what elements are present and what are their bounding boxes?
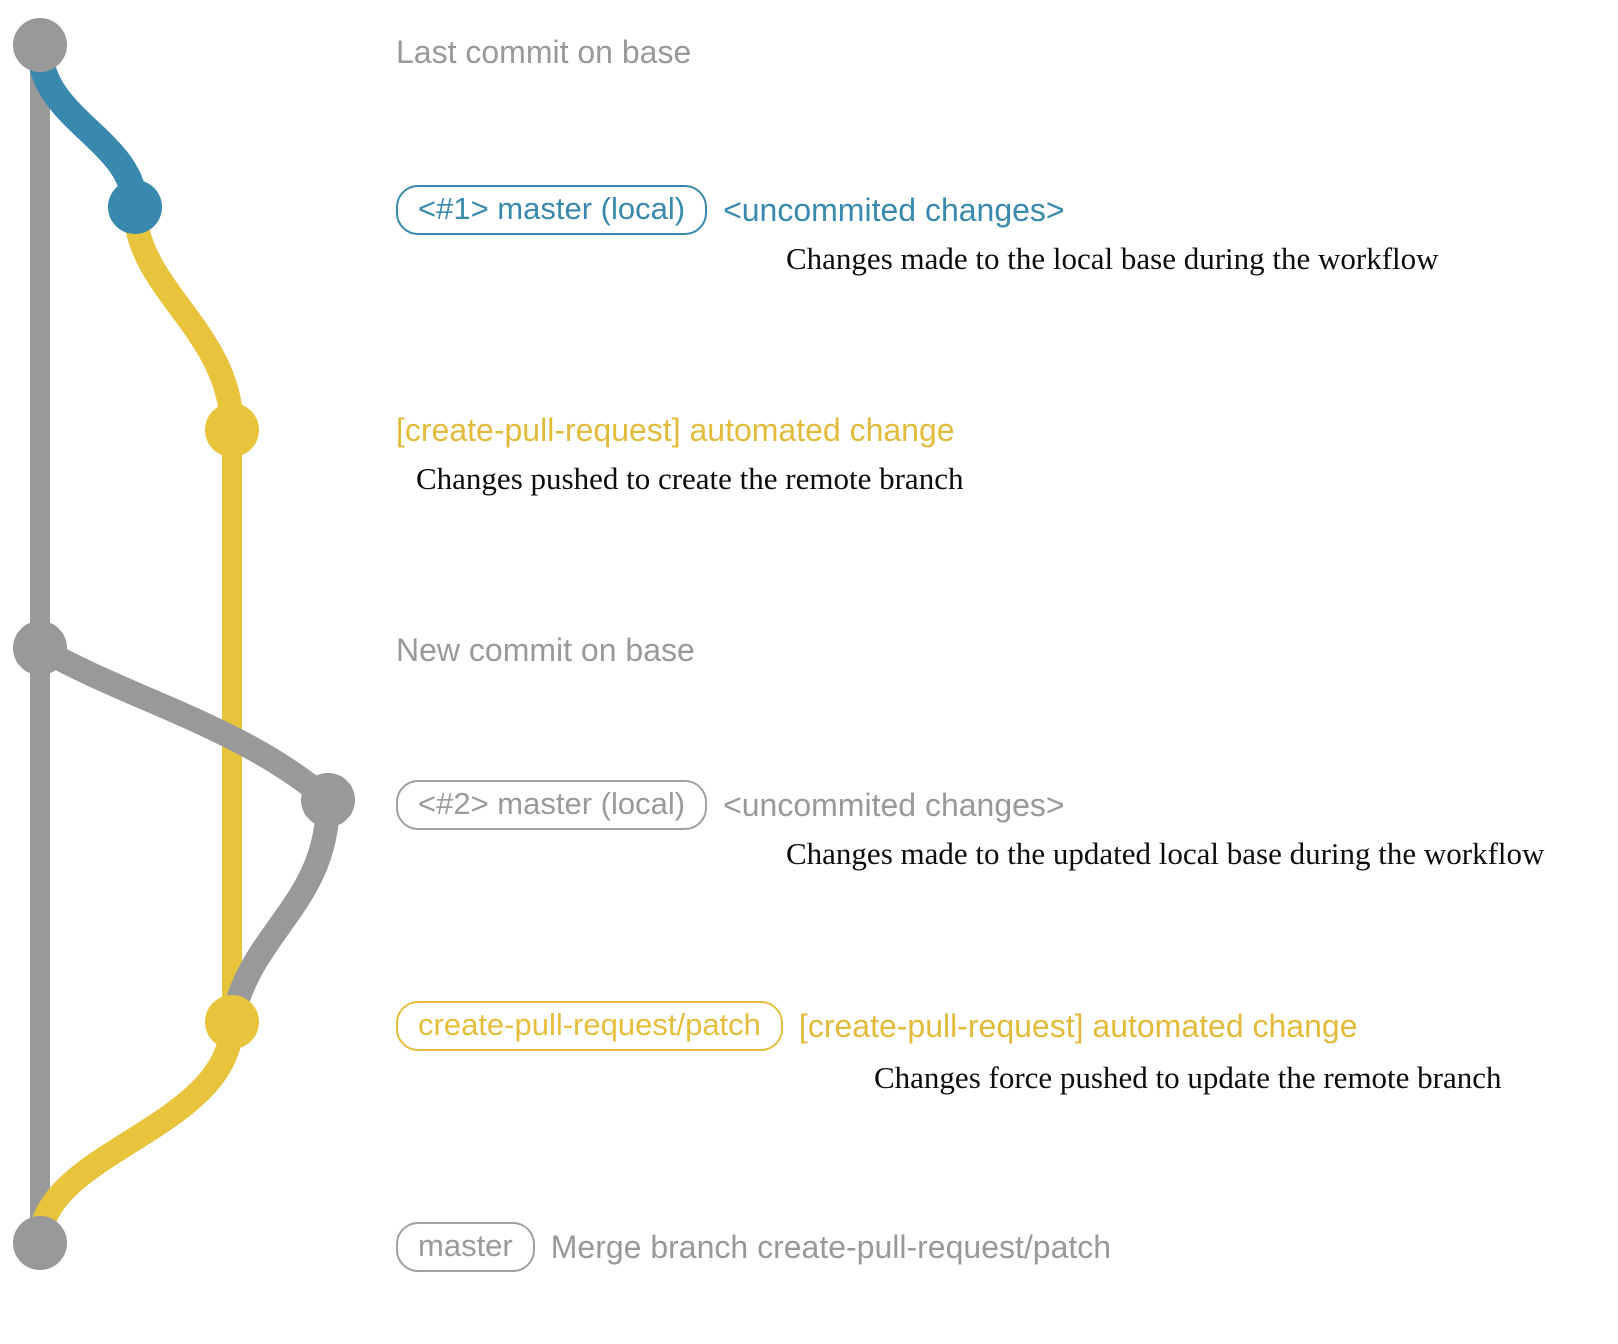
headline-new-commit-on-base: New commit on base (396, 632, 695, 668)
branch-badge-master-local-1[interactable]: <#1> master (local) (396, 185, 708, 235)
edge-local1-to-patch1 (123, 195, 244, 442)
commit-message-merge: Merge branch create-pull-request/patch (550, 1229, 1112, 1265)
commit-message-master-local-2: <uncommited changes> (723, 787, 1065, 823)
row-master-local-1: <#1> master (local) <uncommited changes> (396, 185, 1065, 235)
commit-node-new-base[interactable] (13, 621, 67, 675)
commit-message-automated-change-2: [create-pull-request] automated change (798, 1008, 1358, 1044)
commit-node-local-1[interactable] (108, 180, 162, 234)
edge-base2-to-local2 (28, 636, 340, 812)
edge-patch2-to-merge (28, 1010, 244, 1255)
row-automated-change-1: [create-pull-request] automated change (396, 414, 955, 446)
edge-local2-to-patch2 (220, 788, 340, 1034)
commit-node-local-2[interactable] (301, 773, 355, 827)
row-automated-change-2: create-pull-request/patch [create-pull-r… (396, 1001, 1357, 1051)
row-merge-commit: master Merge branch create-pull-request/… (396, 1222, 1111, 1272)
commit-message-master-local-1: <uncommited changes> (723, 192, 1065, 228)
description-automated-change-2: Changes force pushed to update the remot… (874, 1060, 1502, 1095)
commit-node-last-base[interactable] (13, 18, 67, 72)
branch-badge-master-local-2[interactable]: <#2> master (local) (396, 780, 708, 830)
branch-badge-create-pull-request-patch[interactable]: create-pull-request/patch (396, 1001, 783, 1051)
description-master-local-1: Changes made to the local base during th… (786, 241, 1439, 276)
commit-node-patch-1[interactable] (205, 403, 259, 457)
commit-node-patch-2[interactable] (205, 995, 259, 1049)
commit-message-automated-change-1: [create-pull-request] automated change (396, 412, 955, 448)
branch-badge-master[interactable]: master (396, 1222, 535, 1272)
description-automated-change-1: Changes pushed to create the remote bran… (416, 461, 964, 496)
headline-last-commit-on-base: Last commit on base (396, 34, 692, 70)
description-master-local-2: Changes made to the updated local base d… (786, 836, 1545, 871)
row-master-local-2: <#2> master (local) <uncommited changes> (396, 780, 1065, 830)
commit-node-merge[interactable] (13, 1216, 67, 1270)
